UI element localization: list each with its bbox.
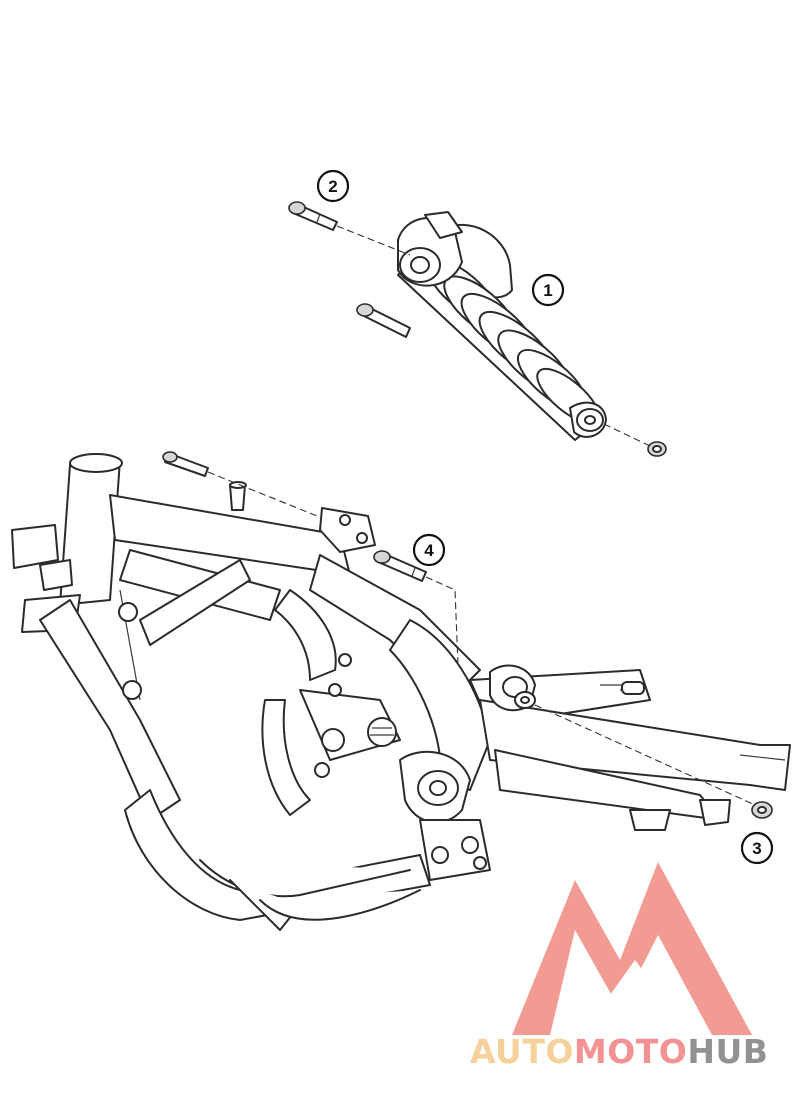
- lower-mount-bolt: [373, 550, 427, 582]
- callout-3: 3: [740, 831, 774, 865]
- watermark-moto: MOTO: [574, 1032, 687, 1071]
- callout-2-label: 2: [328, 177, 337, 196]
- shock-top-eye: [397, 211, 463, 287]
- callout-2: 2: [316, 169, 350, 203]
- motorcycle-frame: [11, 453, 491, 931]
- lower-mount-nut: [751, 801, 773, 819]
- shock-absorber: [397, 211, 607, 441]
- callout-1-label: 1: [543, 281, 552, 300]
- watermark-logo-triangle: [512, 862, 752, 1035]
- watermark-hub: HUB: [687, 1032, 768, 1071]
- shock-mid-bolt: [356, 303, 411, 338]
- callout-3-label: 3: [752, 839, 761, 858]
- frame-top-bolt: [162, 451, 209, 477]
- upper-mount-bolt: [288, 201, 338, 231]
- watermark-text: AUTOMOTOHUB: [470, 1032, 768, 1071]
- shock-lower-nut: [647, 441, 667, 457]
- callout-1: 1: [531, 273, 565, 307]
- callout-4-label: 4: [424, 541, 434, 560]
- swingarm: [469, 664, 791, 831]
- shock-bottom-eye: [569, 401, 607, 438]
- watermark-auto: AUTO: [470, 1032, 574, 1071]
- automotohub-watermark: AUTOMOTOHUB: [470, 862, 768, 1071]
- callout-4: 4: [412, 533, 446, 567]
